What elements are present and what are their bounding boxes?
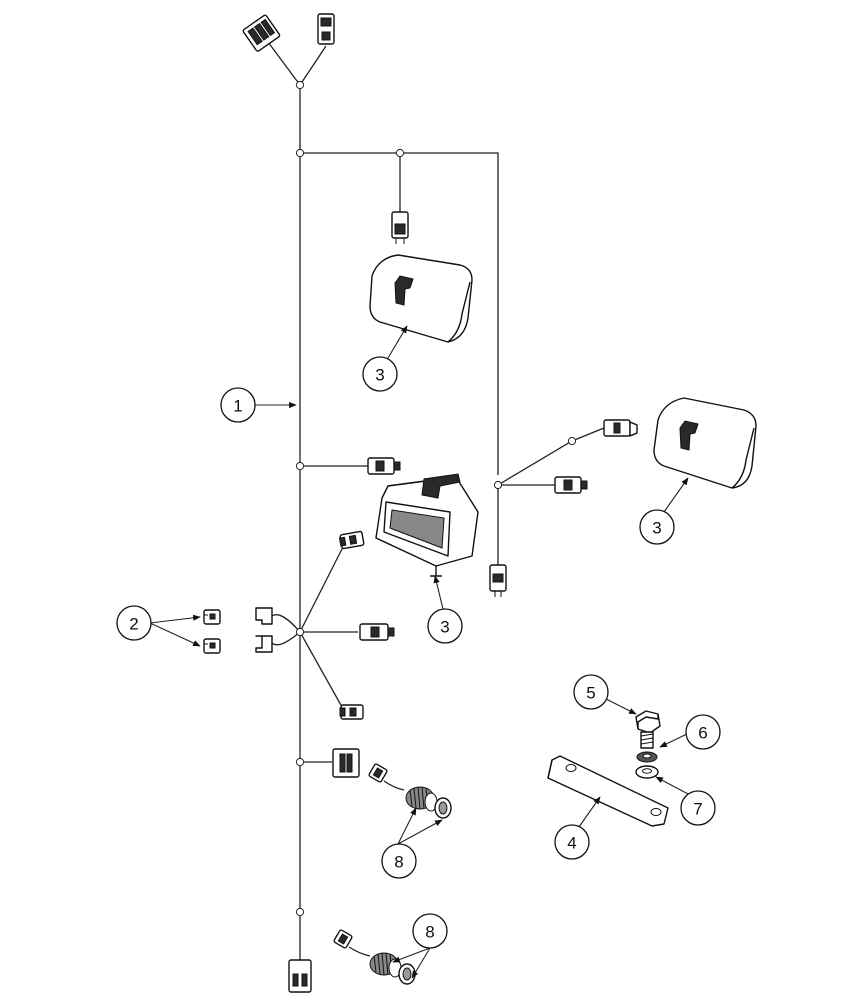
callout-7: 7 xyxy=(680,790,716,826)
junction-node xyxy=(493,480,503,490)
flat-washer xyxy=(635,765,659,779)
fanout-upper-connector xyxy=(338,530,365,550)
cab-light-right xyxy=(653,397,757,489)
callout-3-work: 3 xyxy=(427,608,463,644)
callout-6-label: 6 xyxy=(698,724,707,743)
callout-5-label: 5 xyxy=(586,684,595,703)
callout-4: 4 xyxy=(554,824,590,860)
callout-2: 2 xyxy=(116,605,152,641)
lock-washer xyxy=(636,751,658,763)
junction-node xyxy=(295,461,305,471)
right-light-connector xyxy=(603,419,638,437)
callout-7-label: 7 xyxy=(693,800,702,819)
fanout-lower-connector xyxy=(339,704,364,720)
upper-light-connector xyxy=(391,211,409,244)
work-light xyxy=(375,473,479,577)
bottom-trunk-connector xyxy=(288,959,312,993)
lower-branch-connector xyxy=(332,748,360,778)
callout-8-upper: 8 xyxy=(381,843,417,879)
callout-3-right: 3 xyxy=(639,509,675,545)
power-socket-lower xyxy=(333,929,416,985)
callout-3-work-label: 3 xyxy=(440,618,449,637)
mounting-bolt xyxy=(635,710,661,749)
junction-node xyxy=(395,148,405,158)
junction-node xyxy=(567,436,577,446)
top-secondary-connector xyxy=(317,13,335,45)
callout-3-right-label: 3 xyxy=(652,519,661,538)
callout-1-label: 1 xyxy=(233,397,242,416)
leader-lines xyxy=(149,325,691,979)
callout-8-lower-label: 8 xyxy=(425,923,434,942)
top-main-connector xyxy=(242,14,281,52)
callout-1: 1 xyxy=(220,387,256,423)
callout-5: 5 xyxy=(573,674,609,710)
right-branch-connector xyxy=(554,476,588,494)
callout-8-lower: 8 xyxy=(412,913,448,949)
callout-2-label: 2 xyxy=(129,615,138,634)
right-drop-connector xyxy=(489,564,507,597)
fanout-middle-connector xyxy=(359,623,395,641)
plug-receptacle-upper xyxy=(255,607,273,625)
cab-light-upper xyxy=(369,254,473,343)
junction-node xyxy=(295,80,305,90)
work-light-connector xyxy=(367,457,401,475)
junction-node xyxy=(295,148,305,158)
junction-node xyxy=(295,907,305,917)
callout-3-upper-label: 3 xyxy=(375,366,384,385)
junction-node xyxy=(295,757,305,767)
junction-nodes xyxy=(295,80,577,917)
harness-wires xyxy=(267,41,605,960)
callout-4-label: 4 xyxy=(567,834,576,853)
mounting-strap xyxy=(547,755,669,827)
jumper-plug-upper xyxy=(203,609,221,625)
plug-receptacle-lower xyxy=(255,635,273,653)
callout-3-upper: 3 xyxy=(362,356,398,392)
power-socket-upper xyxy=(368,763,452,819)
junction-node xyxy=(295,627,305,637)
jumper-plug-lower xyxy=(203,638,221,654)
callout-6: 6 xyxy=(685,714,721,750)
callout-8-upper-label: 8 xyxy=(394,853,403,872)
